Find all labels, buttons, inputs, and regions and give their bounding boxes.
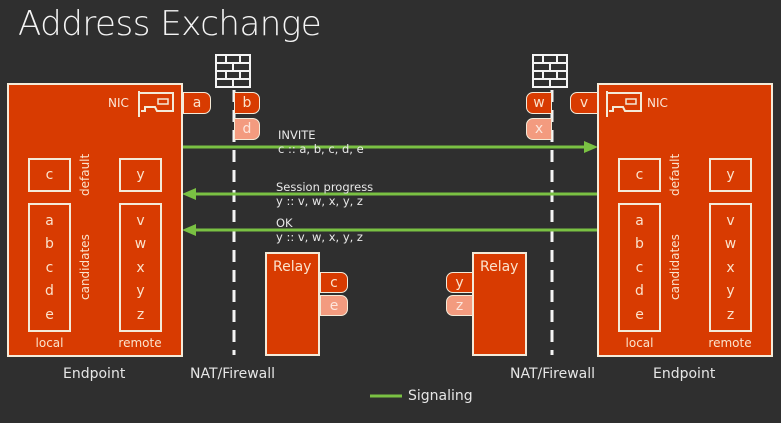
right-local-label: local: [625, 336, 654, 350]
right-endpoint-caption: Endpoint: [653, 366, 716, 382]
candidate: b: [635, 236, 644, 252]
left-relay: [265, 252, 320, 356]
nic-icon: [606, 91, 642, 117]
firewall-icon: [532, 54, 568, 88]
left-relay-label: Relay: [273, 259, 312, 275]
right-relay: [472, 252, 527, 356]
candidate: v: [726, 212, 735, 229]
left-relay-address-tag: c: [320, 272, 348, 293]
right-nat-caption: NAT/Firewall: [510, 366, 596, 382]
left-nat-address-tag: d: [234, 118, 260, 140]
candidate: a: [635, 212, 644, 229]
right-endpoint: [597, 83, 773, 357]
candidate: z: [726, 306, 735, 323]
message-detail: c :: a, b, c, d, e: [278, 142, 364, 156]
message-name: Session progress: [276, 180, 374, 194]
right-nat-address-tag: x: [526, 118, 552, 140]
left-endpoint: [7, 83, 183, 357]
left-remote-label: remote: [118, 336, 162, 350]
candidate: w: [134, 236, 147, 252]
left-nic-label: NIC: [108, 96, 129, 110]
left-relay-address-tag: e: [320, 295, 348, 316]
right-default-label: default: [668, 153, 682, 196]
candidate: d: [635, 283, 644, 299]
message-detail: y :: v, w, x, y, z: [276, 230, 363, 244]
candidate: y: [136, 283, 145, 299]
candidate: e: [635, 306, 644, 323]
message-name: OK: [276, 216, 293, 230]
session-progress-arrow: [182, 188, 597, 200]
left-local-label: local: [35, 336, 64, 350]
message-name: INVITE: [278, 128, 316, 142]
candidate: z: [136, 306, 145, 323]
candidate: y: [726, 283, 735, 299]
candidate: c: [635, 259, 644, 276]
candidate: x: [136, 259, 145, 276]
firewall-icon: [215, 54, 251, 88]
right-default-remote: y: [709, 158, 752, 192]
candidate: x: [726, 259, 735, 276]
right-remote-candidates: v w x y z: [709, 203, 752, 332]
right-relay-label: Relay: [480, 259, 519, 275]
right-default-local: c: [618, 158, 661, 192]
candidate: c: [45, 259, 54, 276]
ok-arrow: [182, 224, 597, 236]
nic-icon: [138, 91, 174, 117]
candidate: e: [45, 306, 54, 323]
left-nic-address-tag: a: [183, 92, 211, 114]
candidate: b: [45, 236, 54, 252]
right-remote-label: remote: [708, 336, 752, 350]
left-nat-address-tag: b: [234, 92, 260, 114]
invite-arrow: [183, 141, 598, 153]
legend-signaling-label: Signaling: [408, 388, 473, 404]
ok-message: OK y :: v, w, x, y, z: [276, 216, 363, 244]
right-nic-label: NIC: [647, 96, 668, 110]
left-default-local: c: [28, 158, 71, 192]
left-default-label: default: [78, 153, 92, 196]
right-relay-address-tag: y: [446, 272, 473, 293]
right-relay-address-tag: z: [446, 295, 473, 316]
left-default-remote: y: [119, 158, 162, 192]
left-local-candidates: a b c d e: [28, 203, 71, 332]
page-title: Address Exchange: [18, 4, 322, 44]
invite-message: INVITE c :: a, b, c, d, e: [278, 128, 364, 156]
right-candidates-label: candidates: [668, 234, 682, 300]
right-nic-address-tag: v: [570, 92, 598, 114]
left-candidates-label: candidates: [78, 234, 92, 300]
session-progress-message: Session progress y :: v, w, x, y, z: [276, 180, 373, 208]
candidate: d: [45, 283, 54, 299]
left-nat-caption: NAT/Firewall: [190, 366, 276, 382]
right-nat-address-tag: w: [526, 92, 552, 114]
candidate: w: [724, 236, 737, 252]
candidate: v: [136, 212, 145, 229]
right-local-candidates: a b c d e: [618, 203, 661, 332]
message-detail: y :: v, w, x, y, z: [276, 194, 363, 208]
left-remote-candidates: v w x y z: [119, 203, 162, 332]
left-endpoint-caption: Endpoint: [63, 366, 126, 382]
candidate: a: [45, 212, 54, 229]
